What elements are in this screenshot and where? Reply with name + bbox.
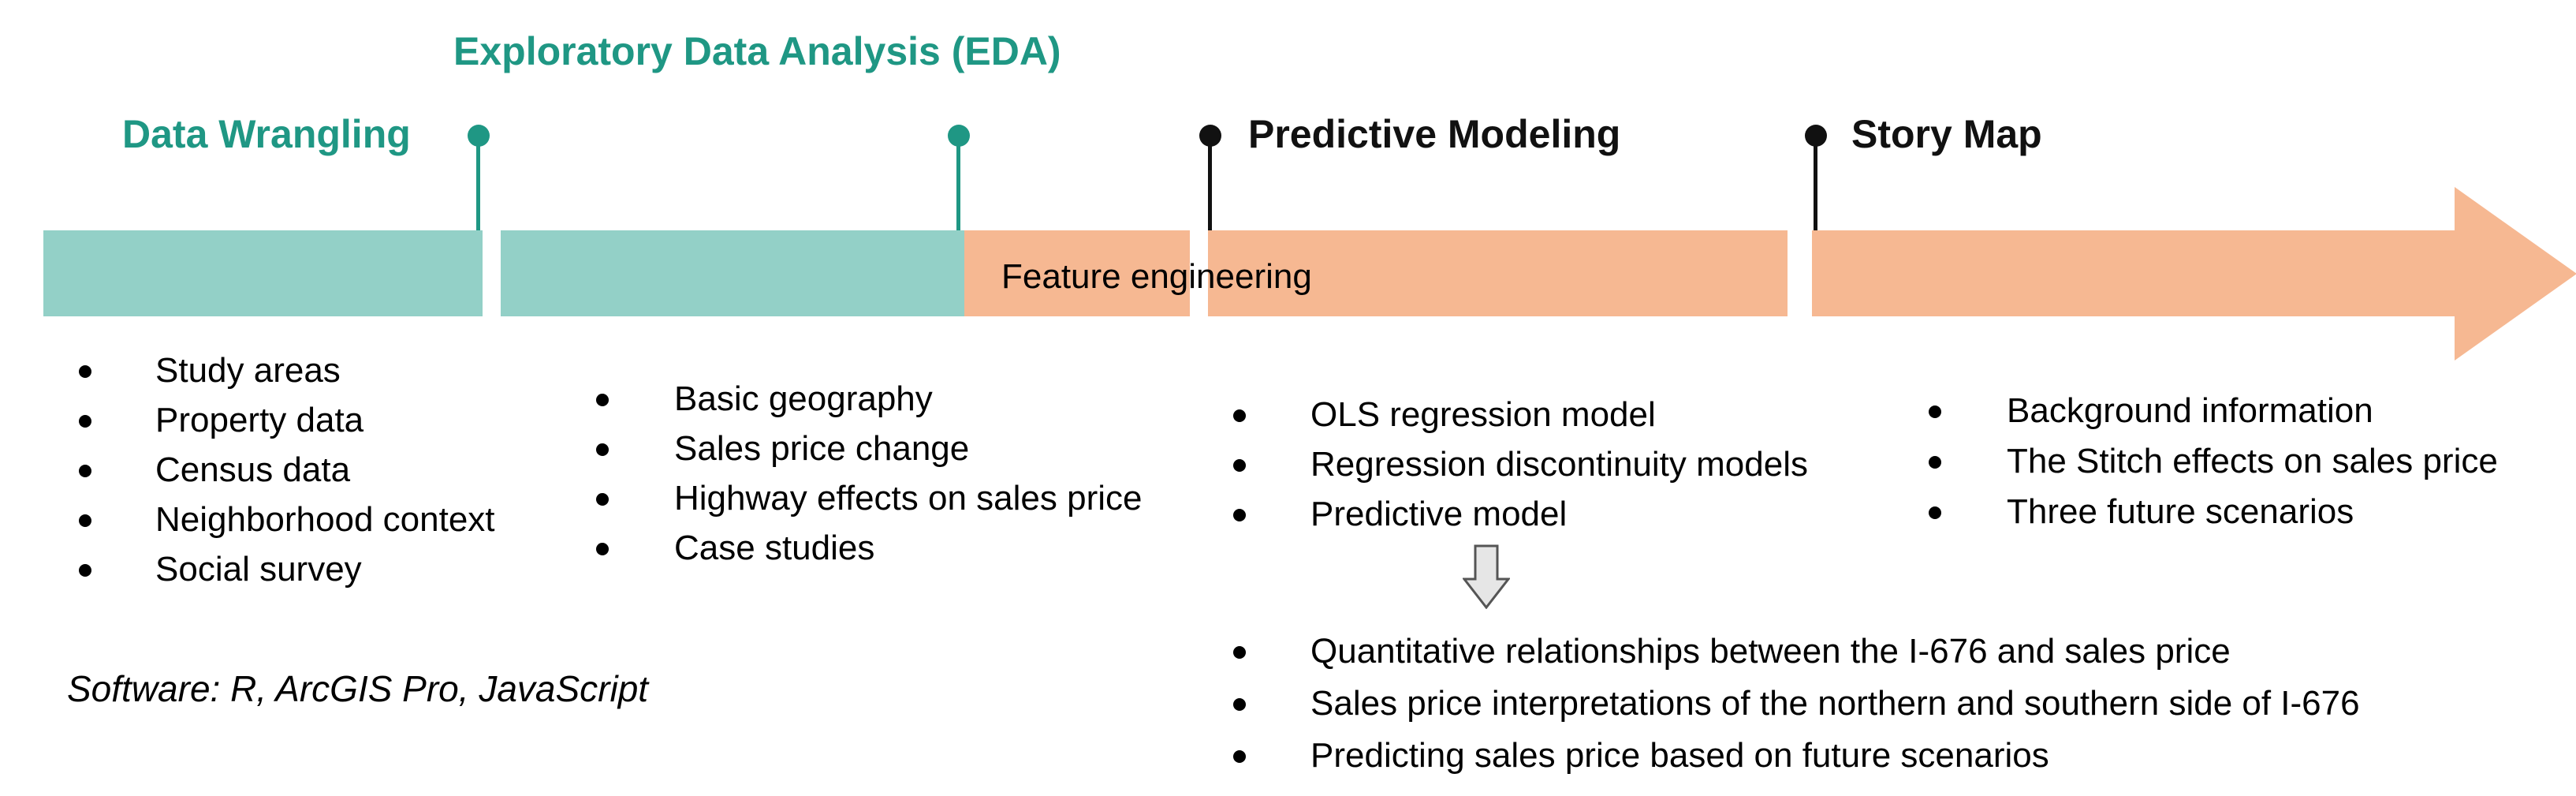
data-wrangling-title: Data Wrangling — [122, 112, 411, 156]
list-item: Census data — [73, 453, 495, 488]
pin-stem — [1208, 134, 1212, 230]
predictive-modeling-list: OLS regression model Regression disconti… — [1228, 398, 1808, 547]
timeline-segment-feature-engineering — [964, 230, 1190, 316]
list-item: Property data — [73, 403, 495, 438]
timeline-segment-eda — [501, 230, 964, 316]
list-item: Highway effects on sales price — [592, 481, 1142, 516]
list-item: Neighborhood context — [73, 503, 495, 537]
pin-stem — [1814, 134, 1817, 230]
eda-title: Exploratory Data Analysis (EDA) — [453, 29, 1061, 73]
list-item: The Stitch effects on sales price — [1925, 444, 2498, 479]
list-item: Quantitative relationships between the I… — [1228, 634, 2360, 669]
list-item: Social survey — [73, 552, 495, 587]
data-wrangling-list: Study areas Property data Census data Ne… — [73, 353, 495, 602]
list-item: Case studies — [592, 531, 1142, 566]
pin-dot — [948, 125, 970, 147]
outcomes-list: Quantitative relationships between the I… — [1228, 634, 2360, 790]
timeline-segment-modeling — [1208, 230, 1788, 316]
pin-dot — [468, 125, 490, 147]
timeline-segment-story-map — [1812, 230, 2455, 316]
list-item: Basic geography — [592, 382, 1142, 417]
pin-stem — [476, 134, 480, 230]
list-item: Predicting sales price based on future s… — [1228, 738, 2360, 773]
pin-dot — [1199, 125, 1221, 147]
list-item: OLS regression model — [1228, 398, 1808, 432]
pin-dot — [1805, 125, 1827, 147]
story-map-title: Story Map — [1851, 112, 2042, 156]
list-item: Sales price change — [592, 432, 1142, 466]
list-item: Study areas — [73, 353, 495, 388]
timeline-arrow-head — [2455, 187, 2576, 361]
feature-engineering-label: Feature engineering — [1001, 257, 1312, 296]
list-item: Regression discontinuity models — [1228, 447, 1808, 482]
predictive-modeling-title: Predictive Modeling — [1248, 112, 1621, 156]
pin-stem — [956, 134, 960, 230]
down-arrow-icon — [1463, 544, 1510, 609]
list-item: Predictive model — [1228, 497, 1808, 532]
list-item: Background information — [1925, 394, 2498, 428]
list-item: Three future scenarios — [1925, 495, 2498, 529]
list-item: Sales price interpretations of the north… — [1228, 686, 2360, 721]
timeline-segment-wrangling — [43, 230, 483, 316]
software-note: Software: R, ArcGIS Pro, JavaScript — [67, 668, 649, 709]
eda-list: Basic geography Sales price change Highw… — [592, 382, 1142, 581]
story-map-list: Background information The Stitch effect… — [1925, 394, 2498, 545]
